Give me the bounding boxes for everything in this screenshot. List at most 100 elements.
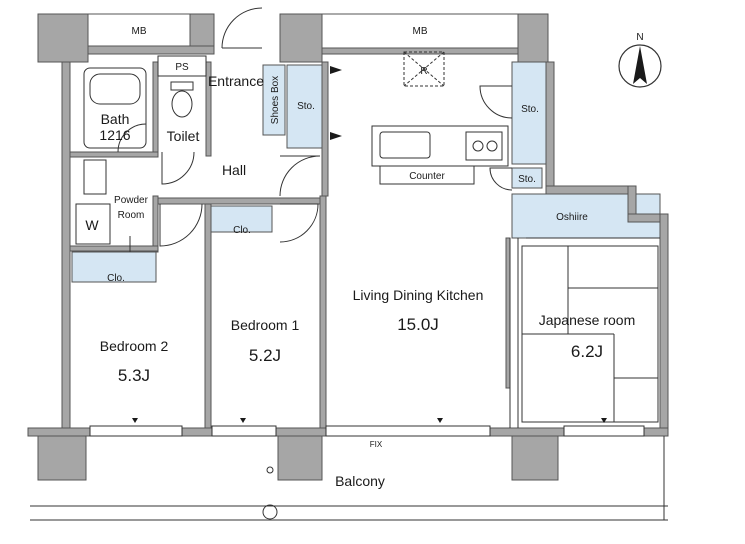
window-ldk: [325, 425, 491, 437]
door-small-storage: [489, 167, 513, 191]
toilet-tank: [170, 81, 194, 91]
wall-ldk-jp: [505, 237, 511, 389]
walls: [27, 13, 669, 481]
window-bedroom2: [89, 425, 183, 437]
room-labels: MB MB PS Entrance Shoes Box Sto. R Sto. …: [85, 26, 635, 489]
oshiire-label: Oshiire: [556, 212, 588, 223]
japanese-room-label: Japanese room: [539, 312, 636, 328]
toilet-bowl: [171, 90, 193, 118]
ps-box: [157, 55, 207, 77]
r-mark-label: R: [420, 66, 427, 77]
wall-top-left-shaft: [189, 13, 215, 49]
powder-basin: [83, 159, 107, 195]
wall-left: [61, 61, 71, 435]
washer-box: [75, 203, 111, 245]
powder-room-label-1: Powder: [114, 195, 149, 206]
balcony-vent: [266, 466, 274, 474]
sto-small-label: Sto.: [518, 174, 536, 185]
north-needle: [633, 46, 647, 84]
pillar-bottom-middle: [277, 435, 323, 481]
entrance-label: Entrance: [208, 73, 264, 89]
washer-label: W: [85, 217, 99, 233]
mb-right-box: [321, 13, 519, 49]
mb-right-label: MB: [413, 26, 428, 37]
bedroom2-size: 5.3J: [118, 366, 150, 385]
entrance-storage-fill: [286, 64, 324, 149]
meter-boxes: [87, 13, 519, 49]
sto-kitchen-label: Sto.: [521, 104, 539, 115]
shoes-box-fill: [262, 64, 286, 136]
arrow-bedroom2: [132, 418, 138, 423]
mb-left-label: MB: [132, 26, 147, 37]
wall-top-left-strip: [87, 45, 215, 55]
closet-bedroom2-fill: [71, 251, 157, 283]
clo-bedroom2-label: Clo.: [107, 273, 125, 284]
wall-top-left-cap: [37, 13, 89, 63]
north-arrow: N: [618, 32, 662, 88]
arrow-entrance-storage-1: [330, 66, 342, 74]
wall-top-strip-right: [321, 47, 519, 55]
wall-bed2-bed1: [204, 199, 212, 429]
fixtures: [30, 7, 668, 521]
balcony-label: Balcony: [335, 473, 385, 489]
toilet-label: Toilet: [167, 128, 200, 144]
bath-size-label: 1216: [99, 127, 130, 143]
balcony-drain: [262, 504, 278, 520]
door-bedroom1: [279, 203, 319, 243]
wall-bed2-top: [69, 245, 159, 252]
small-storage-fill: [511, 167, 543, 189]
bath-label: Bath: [101, 111, 130, 127]
closet-bedroom1-fill: [209, 205, 273, 233]
bedroom2-label: Bedroom 2: [100, 338, 169, 354]
arrow-ldk: [437, 418, 443, 423]
door-hall-ldk: [279, 155, 321, 197]
japanese-room-size: 6.2J: [571, 342, 603, 361]
range-hood-x2: [403, 51, 445, 87]
counter-label: Counter: [409, 171, 445, 182]
wall-bath-toilet: [152, 61, 159, 153]
wall-bath-bottom: [69, 151, 159, 158]
range-hood: [403, 51, 445, 87]
wall-top-right-cap: [517, 13, 549, 63]
mb-left-box: [87, 13, 191, 47]
arrow-bedroom1: [240, 418, 246, 423]
kitchen-sink: [379, 131, 431, 159]
ldk-label: Living Dining Kitchen: [353, 287, 484, 303]
ldk-size: 15.0J: [397, 315, 439, 334]
arrow-entrance-storage-2: [330, 132, 342, 140]
pillar-bottom-right: [511, 435, 559, 481]
powder-room-label-2: Room: [118, 210, 145, 221]
fix-label: FIX: [370, 440, 383, 449]
bedroom1-size: 5.2J: [249, 346, 281, 365]
burner-left: [472, 140, 484, 152]
wall-hall-right: [321, 61, 329, 197]
door-entrance: [221, 7, 263, 49]
tatami-mats: [521, 245, 659, 423]
storage-fills: [71, 61, 661, 283]
counter-label-box: [379, 165, 475, 185]
door-bedroom2: [159, 203, 203, 247]
door-bath: [117, 123, 147, 153]
wall-right-upper: [545, 61, 555, 189]
kitchen-cooktop: [465, 131, 503, 161]
door-toilet: [161, 151, 195, 185]
wall-right-lower: [659, 213, 669, 435]
wall-right-step-h: [545, 185, 635, 195]
bedroom1-label: Bedroom 1: [231, 317, 300, 333]
north-circle: [618, 44, 662, 88]
wall-toilet-right: [205, 61, 212, 157]
ps-label: PS: [175, 62, 189, 73]
sto-entrance-label: Sto.: [297, 101, 315, 112]
arrow-japanese: [601, 418, 607, 423]
north-label: N: [636, 32, 643, 43]
clo-bedroom1-label: Clo.: [233, 225, 251, 236]
hall-label: Hall: [222, 162, 246, 178]
window-arrows: [132, 66, 607, 423]
window-bedroom1: [211, 425, 277, 437]
wall-top-middle-pillar: [279, 13, 323, 63]
pillar-bottom-left: [37, 435, 87, 481]
wall-powder-right: [152, 195, 159, 253]
bathtub: [83, 67, 147, 149]
burner-right: [486, 140, 498, 152]
